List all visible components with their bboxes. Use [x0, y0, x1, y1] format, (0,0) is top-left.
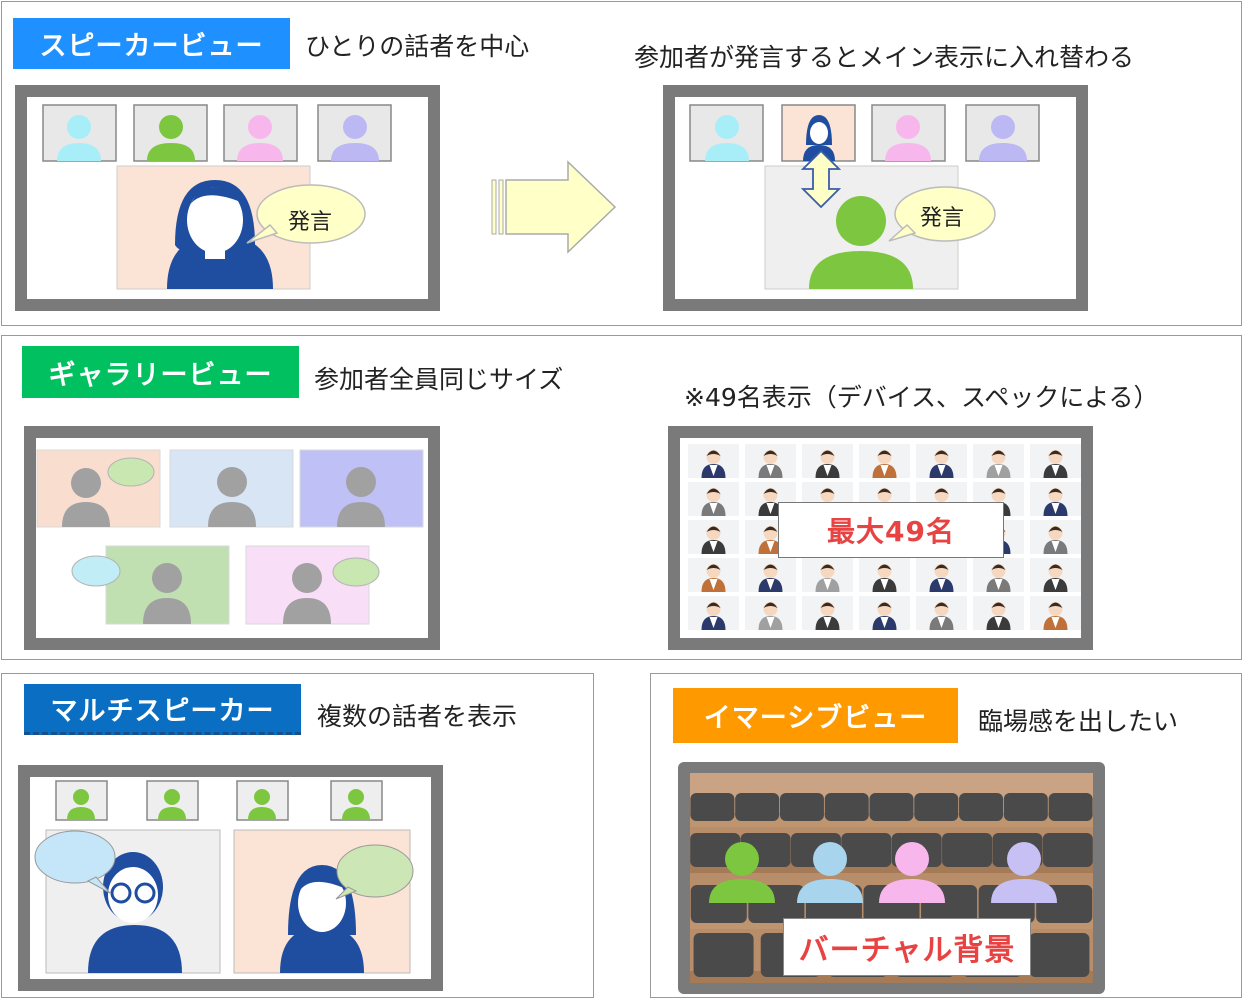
thumb-pink: [223, 104, 298, 162]
transition-arrow: [491, 160, 617, 254]
seat: [1029, 933, 1090, 977]
seat: [824, 793, 869, 821]
seat: [690, 793, 735, 821]
seat: [841, 833, 892, 867]
main-speaker-woman: [116, 165, 311, 290]
attendee-body: [879, 879, 945, 903]
portrait-tile: [688, 558, 739, 592]
portrait-tile: [745, 482, 796, 516]
gallery-tile-2: [169, 449, 294, 528]
portrait-tile: [802, 596, 853, 630]
thumb-green: [133, 104, 208, 162]
attendee-body: [709, 879, 775, 903]
seat: [914, 793, 959, 821]
speech-bubble-left: [246, 184, 366, 244]
speaker-screen-after-content: [689, 104, 1040, 290]
gallery-tile-1: [36, 449, 161, 528]
seat: [1003, 793, 1048, 821]
portrait-tile: [688, 444, 739, 478]
gallery-screen-content: [36, 449, 424, 625]
multi-speaker-title: マルチスピーカー: [24, 684, 301, 735]
gallery-tile-3: [299, 449, 424, 528]
seat: [693, 933, 754, 977]
attendee-head: [813, 842, 847, 876]
portrait-tile: [859, 596, 910, 630]
multi-speaker-subtitle: 複数の話者を表示: [317, 702, 518, 731]
speaker-view-caption: 参加者が発言するとメイン表示に入れ替わる: [634, 43, 1135, 72]
portrait-tile: [688, 482, 739, 516]
bubble-label-left: 発言: [288, 210, 333, 235]
seat: [1042, 833, 1093, 867]
gallery-overlay-label: 最大49名: [827, 515, 955, 548]
portrait-tile: [1030, 596, 1081, 630]
speaker-view-title: スピーカービュー: [13, 18, 290, 69]
bubble-label-right: 発言: [920, 206, 965, 231]
multi-thumb-4: [330, 780, 383, 821]
attendee-body: [797, 879, 863, 903]
portrait-tile: [916, 558, 967, 592]
portrait-tile: [802, 444, 853, 478]
multi-thumb-1: [55, 780, 108, 821]
multi-speaker-man: [34, 829, 221, 974]
multi-thumb-2: [146, 780, 199, 821]
gallery-overlay-box: 最大49名: [778, 502, 1004, 558]
portrait-tile: [1030, 482, 1081, 516]
attendee-head: [895, 842, 929, 876]
gallery-view-subtitle: 参加者全員同じサイズ: [314, 365, 564, 394]
portrait-tile: [1030, 444, 1081, 478]
thumb-pink-2: [871, 104, 946, 162]
portrait-tile: [802, 558, 853, 592]
attendee-body: [991, 879, 1057, 903]
portrait-tile: [745, 558, 796, 592]
multi-thumb-3: [236, 780, 289, 821]
portrait-tile: [1030, 558, 1081, 592]
seat: [869, 793, 914, 821]
seat: [1048, 793, 1093, 821]
portrait-tile: [916, 444, 967, 478]
thumb-woman-small: [781, 104, 856, 162]
portrait-tile: [859, 444, 910, 478]
speaker-screen-before-content: [42, 104, 392, 290]
attendee-head: [1007, 842, 1041, 876]
thumb-lavender-2: [965, 104, 1040, 162]
attendee-head: [725, 842, 759, 876]
gallery-tile-5: [245, 545, 380, 625]
thumb-cyan-2: [689, 104, 764, 162]
multi-speaker-woman: [233, 829, 414, 974]
seat: [959, 793, 1004, 821]
thumb-cyan: [42, 104, 117, 162]
thumb-lavender: [317, 104, 392, 162]
portrait-tile: [1030, 520, 1081, 554]
portrait-tile: [859, 558, 910, 592]
portrait-tile: [688, 596, 739, 630]
speaker-view-subtitle: ひとりの話者を中心: [305, 32, 530, 61]
gallery-view-note: ※49名表示（デバイス、スペックによる）: [684, 383, 1159, 412]
immersive-title: イマーシブビュー: [673, 688, 958, 743]
portrait-tile: [745, 596, 796, 630]
portrait-tile: [973, 596, 1024, 630]
immersive-subtitle: 臨場感を出したい: [978, 707, 1179, 736]
seat: [942, 833, 993, 867]
seat: [735, 793, 780, 821]
immersive-overlay-label: バーチャル背景: [798, 933, 1016, 968]
seat: [779, 793, 824, 821]
multi-speaker-screen-content: [34, 780, 414, 974]
portrait-tile: [688, 520, 739, 554]
speech-bubble-right: [888, 186, 996, 242]
gallery-tile-4: [71, 545, 230, 625]
portrait-tile: [916, 596, 967, 630]
gallery-view-title: ギャラリービュー: [22, 346, 299, 398]
portrait-tile: [745, 444, 796, 478]
portrait-tile: [973, 558, 1024, 592]
swap-arrow: [800, 149, 842, 209]
immersive-overlay-box: バーチャル背景: [783, 918, 1031, 976]
portrait-tile: [973, 444, 1024, 478]
